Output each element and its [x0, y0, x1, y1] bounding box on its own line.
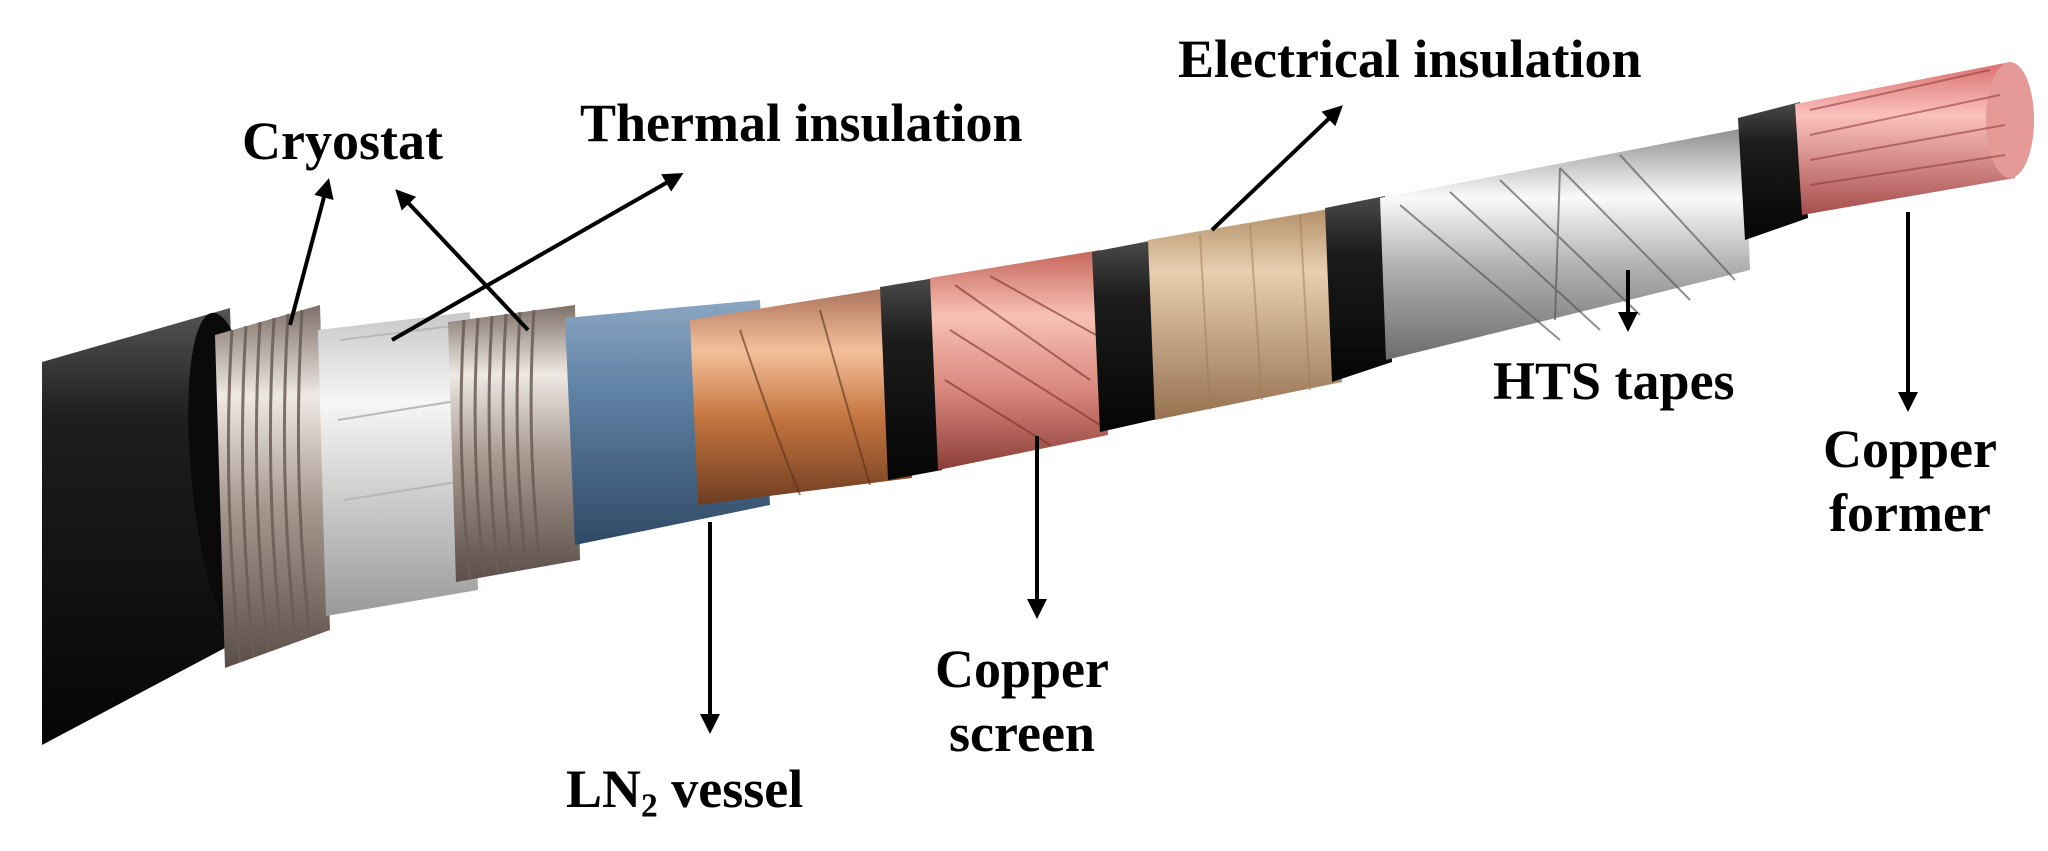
- copper-screen-layer: [930, 250, 1108, 470]
- label-cryostat: Cryostat: [242, 111, 443, 171]
- arrow-electrical-insulation: [1210, 105, 1343, 232]
- thermal-insulation-layer: [318, 312, 478, 616]
- copper-screen-strands: [944, 275, 1106, 446]
- black-band-4: [1738, 102, 1808, 240]
- hts-tapes-strands: [1399, 154, 1736, 341]
- cryostat-outer-corrugations: [226, 309, 312, 663]
- arrow-cryostat-outer: [288, 178, 334, 326]
- label-copper-former-line2: former: [1829, 482, 1991, 543]
- label-copper-screen-line2: screen: [949, 702, 1095, 763]
- cryostat-inner-corrugations: [459, 309, 542, 579]
- label-thermal-insulation: Thermal insulation: [580, 93, 1023, 153]
- label-hts-tapes: HTS tapes: [1493, 351, 1735, 411]
- pointer-arrows: [288, 105, 1918, 734]
- label-electrical-insulation: Electrical insulation: [1178, 29, 1642, 89]
- arrow-thermal-insulation: [391, 173, 684, 342]
- black-band-1: [880, 278, 942, 480]
- arrow-cryostat-inner: [395, 189, 530, 332]
- label-copper-former-line1: Copper: [1823, 419, 1997, 479]
- label-copper-screen-line1: Copper: [935, 639, 1109, 699]
- label-copper-former: Copper former: [1800, 418, 2020, 545]
- copper-former-end: [1986, 62, 2034, 178]
- copper-former-strands: [1809, 69, 2006, 186]
- cryostat-inner-wall: [448, 305, 580, 582]
- copper-former-layer: [1795, 62, 2015, 215]
- label-ln2-prefix: LN: [566, 759, 642, 819]
- black-band-3: [1325, 196, 1392, 382]
- label-copper-screen: Copper screen: [912, 638, 1132, 765]
- label-ln2-subscript: 2: [641, 787, 658, 825]
- label-ln2-vessel: LN2 vessel: [566, 758, 804, 825]
- label-ln2-suffix: vessel: [657, 759, 804, 819]
- copper-tube-layer: [690, 285, 912, 505]
- black-band-2: [1092, 240, 1162, 432]
- electrical-insulation-layer: [1148, 208, 1342, 420]
